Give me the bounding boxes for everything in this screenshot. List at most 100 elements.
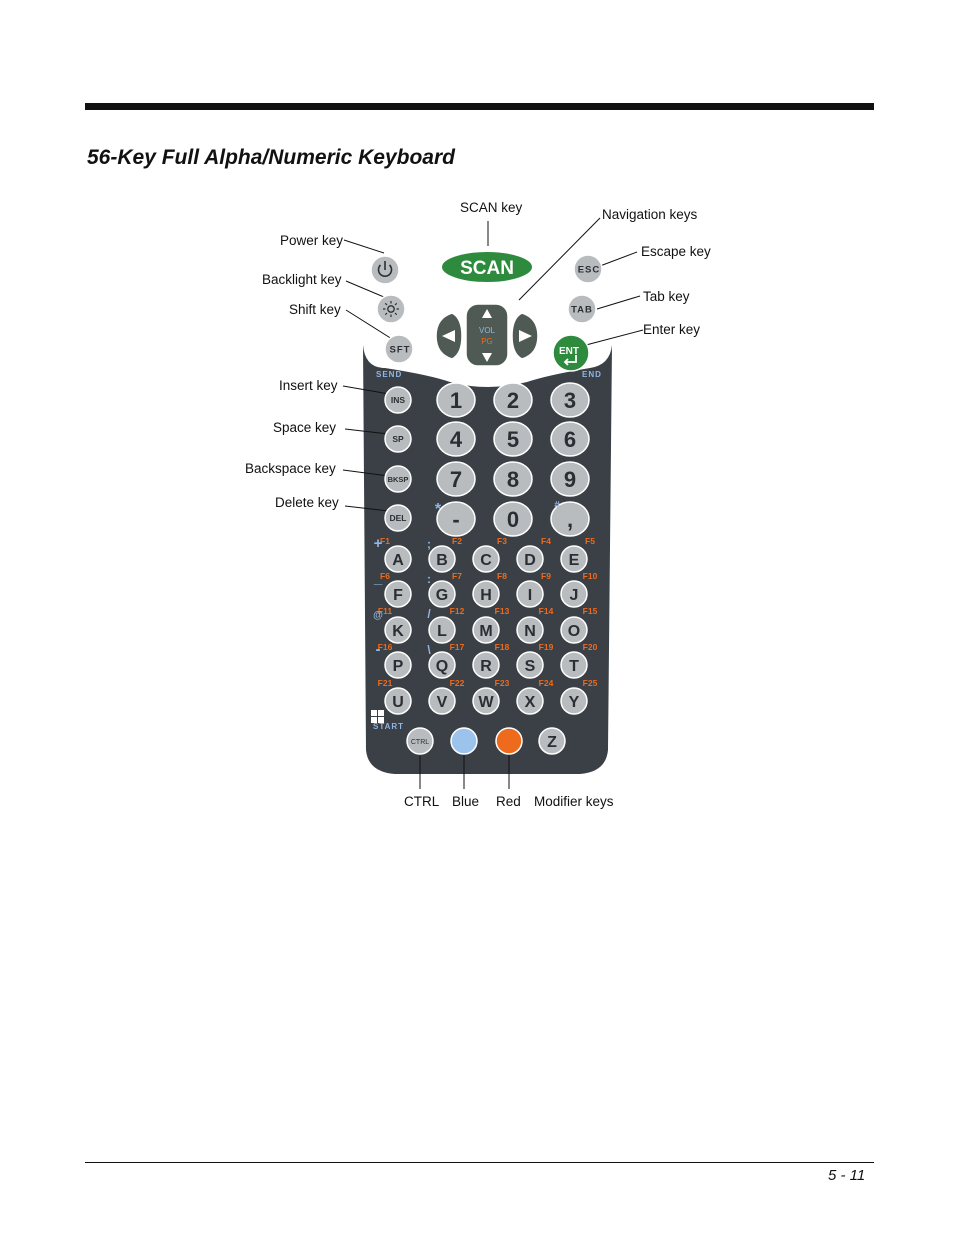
side-symbol-0: +	[374, 535, 383, 552]
callout-escape-key: Escape key	[641, 244, 711, 259]
key-d-label: D	[524, 552, 536, 569]
secondary-symbol-1: :	[427, 572, 431, 586]
key-n-label: N	[524, 623, 536, 640]
key-ctrl[interactable]	[406, 727, 434, 755]
key-p[interactable]	[384, 651, 412, 679]
key-num-0-0[interactable]	[436, 382, 476, 418]
key-q[interactable]	[428, 651, 456, 679]
side-symbol-3: -	[376, 641, 381, 658]
key-d[interactable]	[516, 545, 544, 573]
key-num-3-0[interactable]	[436, 501, 476, 537]
key-num-3-2[interactable]	[550, 501, 590, 537]
key-f[interactable]	[384, 580, 412, 608]
key-bksp[interactable]	[384, 465, 412, 493]
key-l[interactable]	[428, 616, 456, 644]
key-sp[interactable]	[384, 425, 412, 453]
side-symbol-2: @	[373, 610, 383, 621]
key-num-1-0[interactable]	[436, 421, 476, 457]
nav-vol-label: VOL	[479, 326, 496, 335]
key-r-label: R	[480, 658, 492, 675]
key-w[interactable]	[472, 687, 500, 715]
callout-red: Red	[496, 794, 521, 809]
key-num-0-2[interactable]	[550, 382, 590, 418]
key-num-3-1[interactable]	[493, 501, 533, 537]
key-red-modifier[interactable]	[495, 727, 523, 755]
key-b-label: B	[436, 552, 448, 569]
key-y-label: Y	[569, 694, 580, 711]
callout-insert-key: Insert key	[279, 378, 338, 393]
key-num-0-1[interactable]	[493, 382, 533, 418]
key-num-2-2[interactable]	[550, 461, 590, 497]
key-n[interactable]	[516, 616, 544, 644]
page-title: 56-Key Full Alpha/Numeric Keyboard	[87, 146, 455, 169]
sun-icon	[383, 301, 399, 317]
callout-backlight-key: Backlight key	[262, 272, 342, 287]
key-e[interactable]	[560, 545, 588, 573]
escape-key[interactable]	[573, 254, 603, 284]
key-o[interactable]	[560, 616, 588, 644]
key-num-1-1[interactable]	[493, 421, 533, 457]
key-del[interactable]	[384, 504, 412, 532]
fn-label-f11: F11	[378, 606, 392, 616]
key-u[interactable]	[384, 687, 412, 715]
fn-label-f6: F6	[380, 571, 390, 581]
leader-space	[344, 428, 390, 435]
key-num-2-1[interactable]	[493, 461, 533, 497]
key-sp-label: SP	[392, 434, 404, 444]
key-t[interactable]	[560, 651, 588, 679]
scan-key-label: SCAN	[460, 258, 514, 279]
key-num-2-0-label: 7	[450, 467, 462, 492]
enter-key-label: ENT	[559, 346, 579, 357]
key-j[interactable]	[560, 580, 588, 608]
key-f-label: F	[393, 587, 403, 604]
tab-key[interactable]	[567, 294, 597, 324]
key-y[interactable]	[560, 687, 588, 715]
key-blue-modifier[interactable]	[450, 727, 478, 755]
scan-key[interactable]	[440, 250, 534, 284]
secondary-symbol-3: \	[427, 643, 431, 657]
key-num-2-0[interactable]	[436, 461, 476, 497]
key-k[interactable]	[384, 616, 412, 644]
key-x[interactable]	[516, 687, 544, 715]
nav-center-key[interactable]	[465, 303, 509, 367]
enter-key[interactable]	[552, 334, 590, 372]
key-z[interactable]	[538, 727, 566, 755]
key-num-3-1-label: 0	[507, 507, 519, 532]
secondary-symbol-0: ;	[427, 537, 431, 551]
key-w-label: W	[478, 694, 494, 711]
nav-right-arrow-icon	[519, 330, 532, 342]
key-p-label: P	[393, 658, 404, 675]
key-num-1-2[interactable]	[550, 421, 590, 457]
key-m[interactable]	[472, 616, 500, 644]
key-s-label: S	[525, 658, 536, 675]
fn-label-f19: F19	[539, 642, 554, 652]
key-i[interactable]	[516, 580, 544, 608]
key-b[interactable]	[428, 545, 456, 573]
key-a[interactable]	[384, 545, 412, 573]
key-c[interactable]	[472, 545, 500, 573]
fn-label-f10: F10	[583, 571, 598, 581]
fn-label-f12: F12	[450, 606, 465, 616]
key-h[interactable]	[472, 580, 500, 608]
key-bksp-label: BKSP	[388, 475, 409, 484]
key-s[interactable]	[516, 651, 544, 679]
nav-down-arrow-icon	[482, 353, 492, 362]
backlight-key[interactable]	[376, 294, 406, 324]
key-g[interactable]	[428, 580, 456, 608]
key-v[interactable]	[428, 687, 456, 715]
key-r[interactable]	[472, 651, 500, 679]
shift-key[interactable]	[384, 334, 414, 364]
leader-power	[343, 239, 385, 254]
key-num-3-2-label: ,	[567, 507, 573, 532]
key-ins[interactable]	[384, 386, 412, 414]
key-e-label: E	[569, 552, 580, 569]
callout-delete-key: Delete key	[275, 495, 339, 510]
end-label: END	[582, 370, 602, 379]
key-num-1-1-label: 5	[507, 427, 519, 452]
key-c-label: C	[480, 552, 492, 569]
fn-label-f16: F16	[378, 642, 393, 652]
leader-navigation	[518, 217, 601, 301]
key-num-1-0-label: 4	[450, 427, 463, 452]
